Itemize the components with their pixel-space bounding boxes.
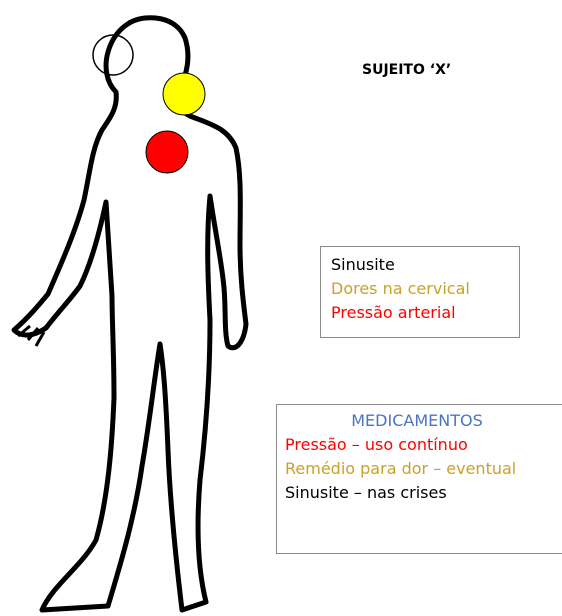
pressure-marker: [146, 131, 188, 173]
cervical-marker: [163, 73, 205, 115]
medication-item-pressure: Pressão – uso contínuo: [285, 433, 562, 457]
medications-header: MEDICAMENTOS: [285, 409, 549, 433]
legend-item-pressure: Pressão arterial: [331, 301, 519, 325]
medications-box: MEDICAMENTOS Pressão – uso contínuo Remé…: [276, 404, 562, 554]
body-outline: [14, 18, 246, 610]
medication-item-sinusitis: Sinusite – nas crises: [285, 481, 562, 505]
legend-item-sinusitis: Sinusite: [331, 253, 519, 277]
medication-item-pain: Remédio para dor – eventual: [285, 457, 562, 481]
conditions-legend: Sinusite Dores na cervical Pressão arter…: [320, 246, 520, 338]
subject-title: SUJEITO ‘X’: [362, 62, 451, 78]
legend-item-cervical: Dores na cervical: [331, 277, 519, 301]
